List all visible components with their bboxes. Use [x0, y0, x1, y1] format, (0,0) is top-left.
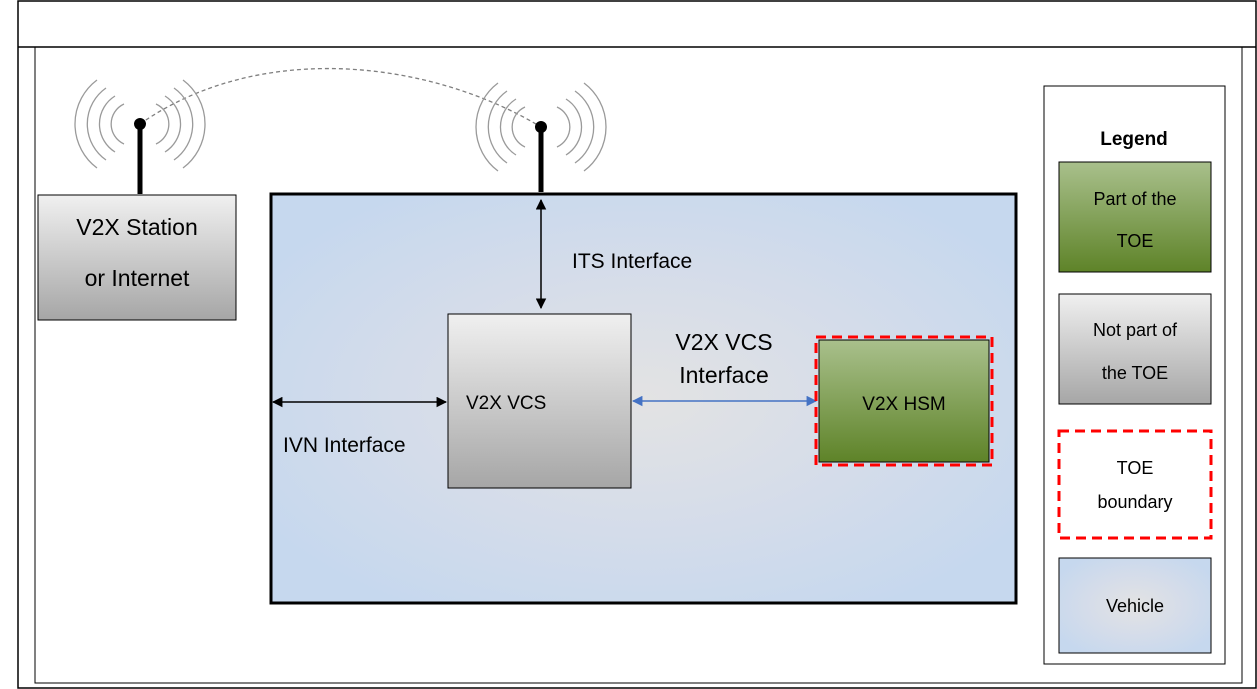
legend-item-part-of-toe: Part of the TOE	[1058, 161, 1212, 273]
svg-text:the TOE: the TOE	[1102, 363, 1168, 383]
v2x-vcs-box: V2X VCS	[447, 313, 632, 489]
its-interface-label: ITS Interface	[572, 250, 692, 273]
toe-boundary	[814, 335, 994, 467]
v2x-station-box: V2X Station or Internet	[37, 194, 237, 321]
v2x-vcs-label: V2X VCS	[466, 393, 546, 414]
v2x-station-label-line2: or Internet	[85, 265, 190, 291]
vcs-interface-label-line1: V2X VCS	[675, 329, 772, 355]
outer-frame	[17, 0, 1257, 689]
v2x-hsm-box: V2X HSM	[814, 335, 994, 467]
inner-frame	[34, 46, 1243, 684]
legend-title: Legend	[1100, 129, 1168, 150]
v2x-hsm-label: V2X HSM	[862, 394, 945, 415]
svg-text:Vehicle: Vehicle	[1106, 596, 1164, 616]
legend-item-not-part-of-toe: Not part of the TOE	[1058, 293, 1212, 405]
legend: Legend Part of the TOE Not part of the T…	[1043, 85, 1226, 665]
legend-item-toe-boundary: TOE boundary	[1057, 429, 1213, 540]
v2x-station-label-line1: V2X Station	[76, 214, 197, 240]
vcs-interface-label-line2: Interface	[679, 362, 769, 388]
svg-text:TOE: TOE	[1117, 458, 1154, 478]
antenna-left-icon	[74, 79, 206, 194]
svg-text:TOE: TOE	[1117, 231, 1154, 251]
antenna-right-icon	[475, 82, 607, 192]
legend-item-vehicle: Vehicle	[1058, 557, 1212, 654]
svg-text:Part of the: Part of the	[1093, 189, 1176, 209]
wireless-link	[139, 67, 542, 128]
svg-text:Not part of: Not part of	[1093, 320, 1178, 340]
ivn-interface-label: IVN Interface	[283, 434, 406, 457]
svg-text:boundary: boundary	[1097, 492, 1172, 512]
